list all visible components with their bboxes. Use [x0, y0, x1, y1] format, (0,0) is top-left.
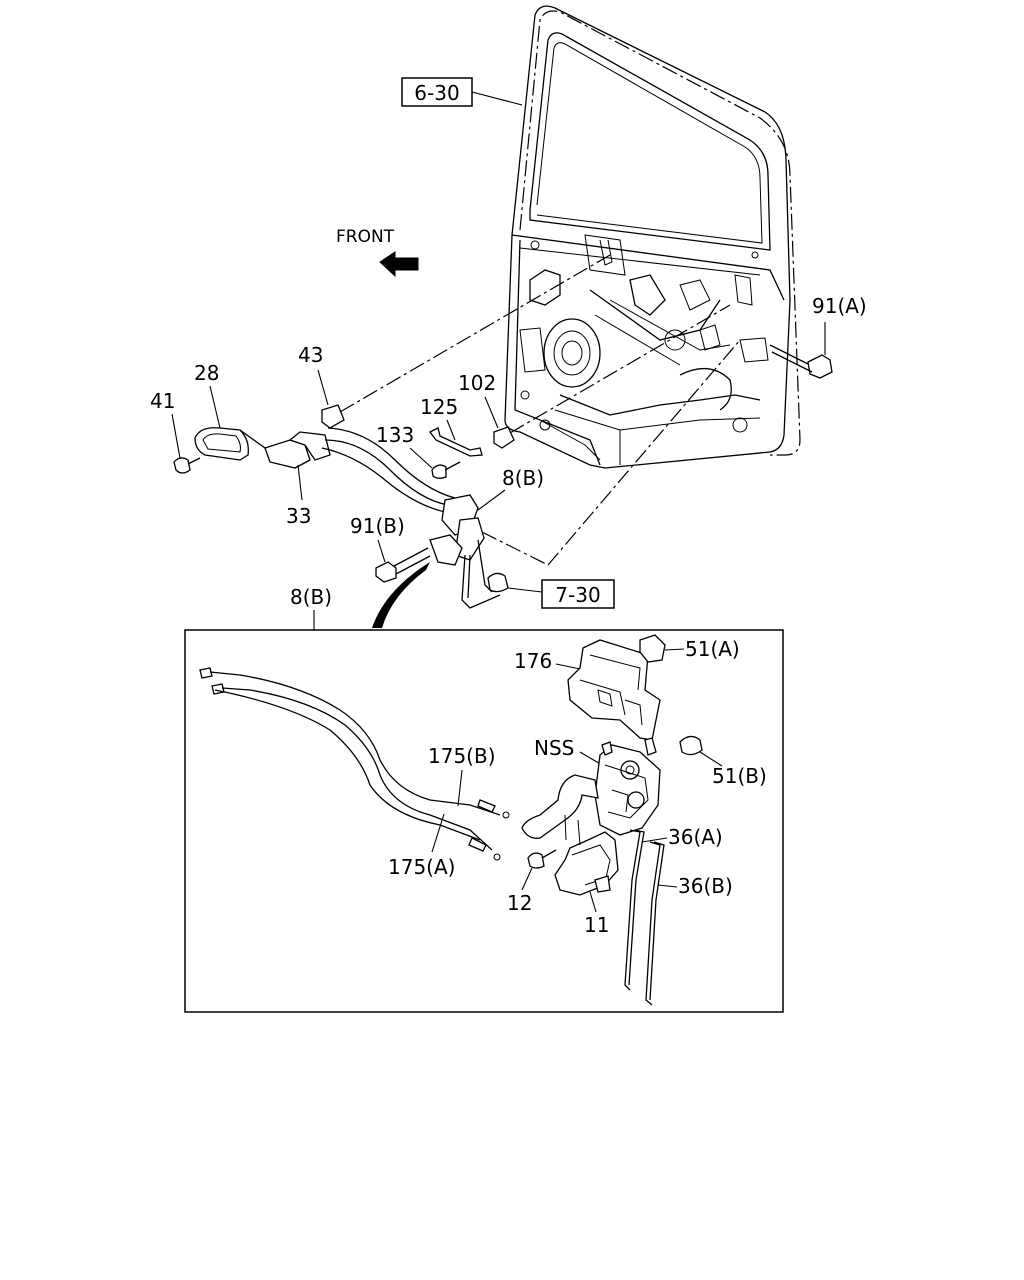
label-28: 28: [194, 361, 219, 385]
label-91b: 91(B): [350, 514, 405, 538]
arrow-left-icon: [379, 251, 419, 278]
label-51b: 51(B): [712, 764, 767, 788]
part-12: 12: [507, 814, 567, 915]
part-102: 102: [458, 304, 731, 449]
part-8b-upper: 8(B): [429, 339, 741, 609]
part-nss: NSS: [521, 736, 661, 839]
part-36b: 36(B): [645, 841, 733, 1006]
label-91a: 91(A): [812, 294, 867, 318]
part-175-cables: 175(B) 175(A): [199, 667, 510, 879]
label-11: 11: [584, 913, 609, 937]
label-7-30: 7-30: [555, 583, 600, 607]
label-8b-detail: 8(B): [290, 585, 332, 609]
part-41: 41: [150, 389, 201, 474]
part-28: 28: [194, 361, 249, 461]
label-51a: 51(A): [685, 637, 740, 661]
label-176: 176: [514, 649, 552, 673]
front-label: FRONT: [336, 227, 395, 247]
label-125: 125: [420, 395, 458, 419]
part-43: 43: [298, 254, 611, 429]
part-176: 176: [514, 639, 661, 741]
detail-arrow: [372, 562, 430, 628]
part-91a: 91(A): [769, 294, 867, 379]
label-36a: 36(A): [668, 825, 723, 849]
cables-upper: [321, 427, 456, 513]
part-33: 33: [239, 429, 331, 528]
part-11: 11: [554, 819, 619, 937]
part-51a: 51(A): [639, 634, 740, 663]
label-43: 43: [298, 343, 323, 367]
callout-6-30: 6-30: [401, 77, 523, 107]
part-36a: 36(A): [624, 825, 723, 991]
label-41: 41: [150, 389, 175, 413]
label-12: 12: [507, 891, 532, 915]
part-51b: 51(B): [679, 735, 767, 788]
front-indicator: FRONT: [336, 227, 419, 278]
label-175b: 175(B): [428, 744, 496, 768]
part-125: 125: [420, 395, 483, 457]
door-panel: [504, 5, 801, 469]
detail-box: 8(B): [184, 585, 784, 1013]
label-6-30: 6-30: [414, 81, 459, 105]
label-8b-upper: 8(B): [502, 466, 544, 490]
part-91b: 91(B): [350, 514, 431, 583]
label-133: 133: [376, 423, 414, 447]
part-133: 133: [376, 423, 461, 479]
label-36b: 36(B): [678, 874, 733, 898]
callout-7-30: 7-30: [507, 579, 615, 609]
label-33: 33: [286, 504, 311, 528]
label-175a: 175(A): [388, 855, 455, 879]
label-102: 102: [458, 371, 496, 395]
label-nss: NSS: [534, 736, 574, 760]
